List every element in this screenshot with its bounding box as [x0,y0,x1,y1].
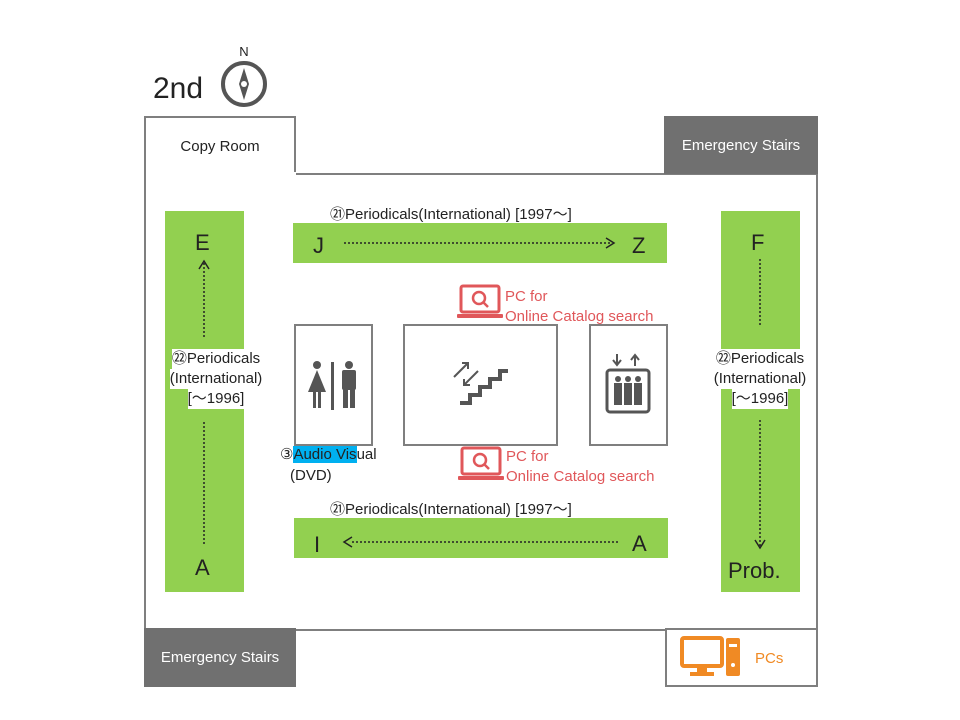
floor-label: 2nd [153,72,204,105]
emergency-stairs-bottom: Emergency Stairs [144,628,296,687]
audio-visual-dvd: (DVD) [290,467,332,484]
left-shelf-label: ㉒Periodicals (International) [～1996] [152,349,280,409]
laptop-search-icon [457,284,503,318]
pc-catalog-top-line1: PC for [505,288,548,305]
bottom-shelf-start-letter: A [632,531,647,556]
left-shelf-label-line3: [～1996] [187,389,245,409]
right-shelf-end-letter: Prob. [728,558,781,583]
top-shelf-label: ㉑Periodicals(International) [1997～] [330,206,572,223]
right-shelf-label-line1: ㉒Periodicals [715,349,805,369]
audio-visual-prefix: ③ [280,446,294,463]
top-shelf-start-letter: J [313,233,324,258]
left-shelf-label-line2: (International) [169,369,263,389]
right-shelf-arrow-lower [754,420,766,550]
emergency-stairs-top: Emergency Stairs [664,116,818,174]
restroom-icon [308,361,356,410]
laptop-search-icon [458,446,504,480]
bottom-shelf-label: ㉑Periodicals(International) [1997～] [330,501,572,518]
floor-outline [144,173,818,631]
compass-icon [221,61,267,107]
pc-catalog-top-line2: Online Catalog search [505,308,654,325]
pcs-label: PCs [755,650,784,667]
bottom-shelf-arrow [342,536,618,548]
right-shelf-start-letter: F [751,230,765,255]
audio-visual-label: ③Audio Visual [280,445,377,465]
left-shelf-end-letter: E [195,230,210,255]
right-shelf-arrow-upper [759,259,761,327]
right-shelf-label-line2: (International) [713,369,807,389]
pc-catalog-top-label: PC for Online Catalog search [505,287,653,327]
copy-room-label: Copy Room [146,118,294,174]
left-shelf-arrow-upper [198,259,210,337]
compass-north-label: N [239,44,249,59]
bottom-shelf [294,518,668,558]
bottom-shelf-end-letter: I [314,532,321,557]
pc-catalog-bottom-line2: Online Catalog search [506,468,655,485]
copy-room-doorway [198,172,296,178]
right-shelf-label: ㉒Periodicals (International) [～1996] [684,349,836,409]
left-shelf-start-letter: A [195,555,210,580]
stairs-icon [453,362,508,405]
elevator-icon [605,353,651,414]
audio-visual-highlight: Audio Vis [293,446,357,463]
pc-catalog-bottom-label: PC for Online Catalog search [506,447,654,487]
audio-visual-rest: ual [356,446,377,463]
top-shelf-arrow [344,237,616,249]
pc-catalog-bottom-line1: PC for [506,448,549,465]
left-shelf-label-line1: ㉒Periodicals [171,349,261,369]
compass: N [218,44,270,110]
right-shelf-label-line3: [～1996] [731,389,789,409]
desktop-pc-icon [680,636,740,676]
left-shelf-arrow-lower [203,422,205,546]
top-shelf-end-letter: Z [632,233,646,258]
